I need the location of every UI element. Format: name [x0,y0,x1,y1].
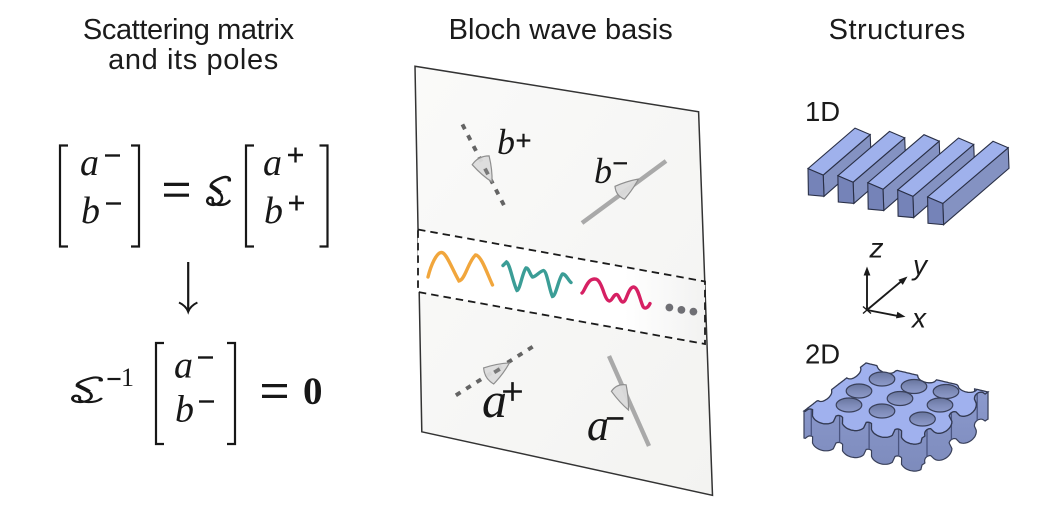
svg-text:a: a [174,345,193,387]
svg-text:b: b [81,190,100,232]
svg-text:y: y [911,250,929,281]
svg-text:Bloch wave basis: Bloch wave basis [449,14,673,46]
svg-text:a: a [587,401,609,450]
svg-text:b: b [594,151,612,191]
svg-text:2D: 2D [805,339,840,370]
svg-text:a: a [482,372,507,428]
svg-text:b: b [175,389,194,431]
svg-text:a: a [80,142,99,184]
svg-text:x: x [910,303,927,334]
svg-text:Structures: Structures [829,14,966,46]
svg-text:b: b [497,122,515,162]
svg-text:z: z [869,233,884,264]
svg-text:0: 0 [303,370,323,413]
svg-text:a: a [263,142,282,184]
svg-text:1: 1 [121,363,134,392]
svg-text:Scattering matrix: Scattering matrix [83,14,295,46]
svg-text:and its poles: and its poles [108,44,279,76]
svg-text:1D: 1D [805,96,840,127]
svg-text:b: b [264,190,283,232]
